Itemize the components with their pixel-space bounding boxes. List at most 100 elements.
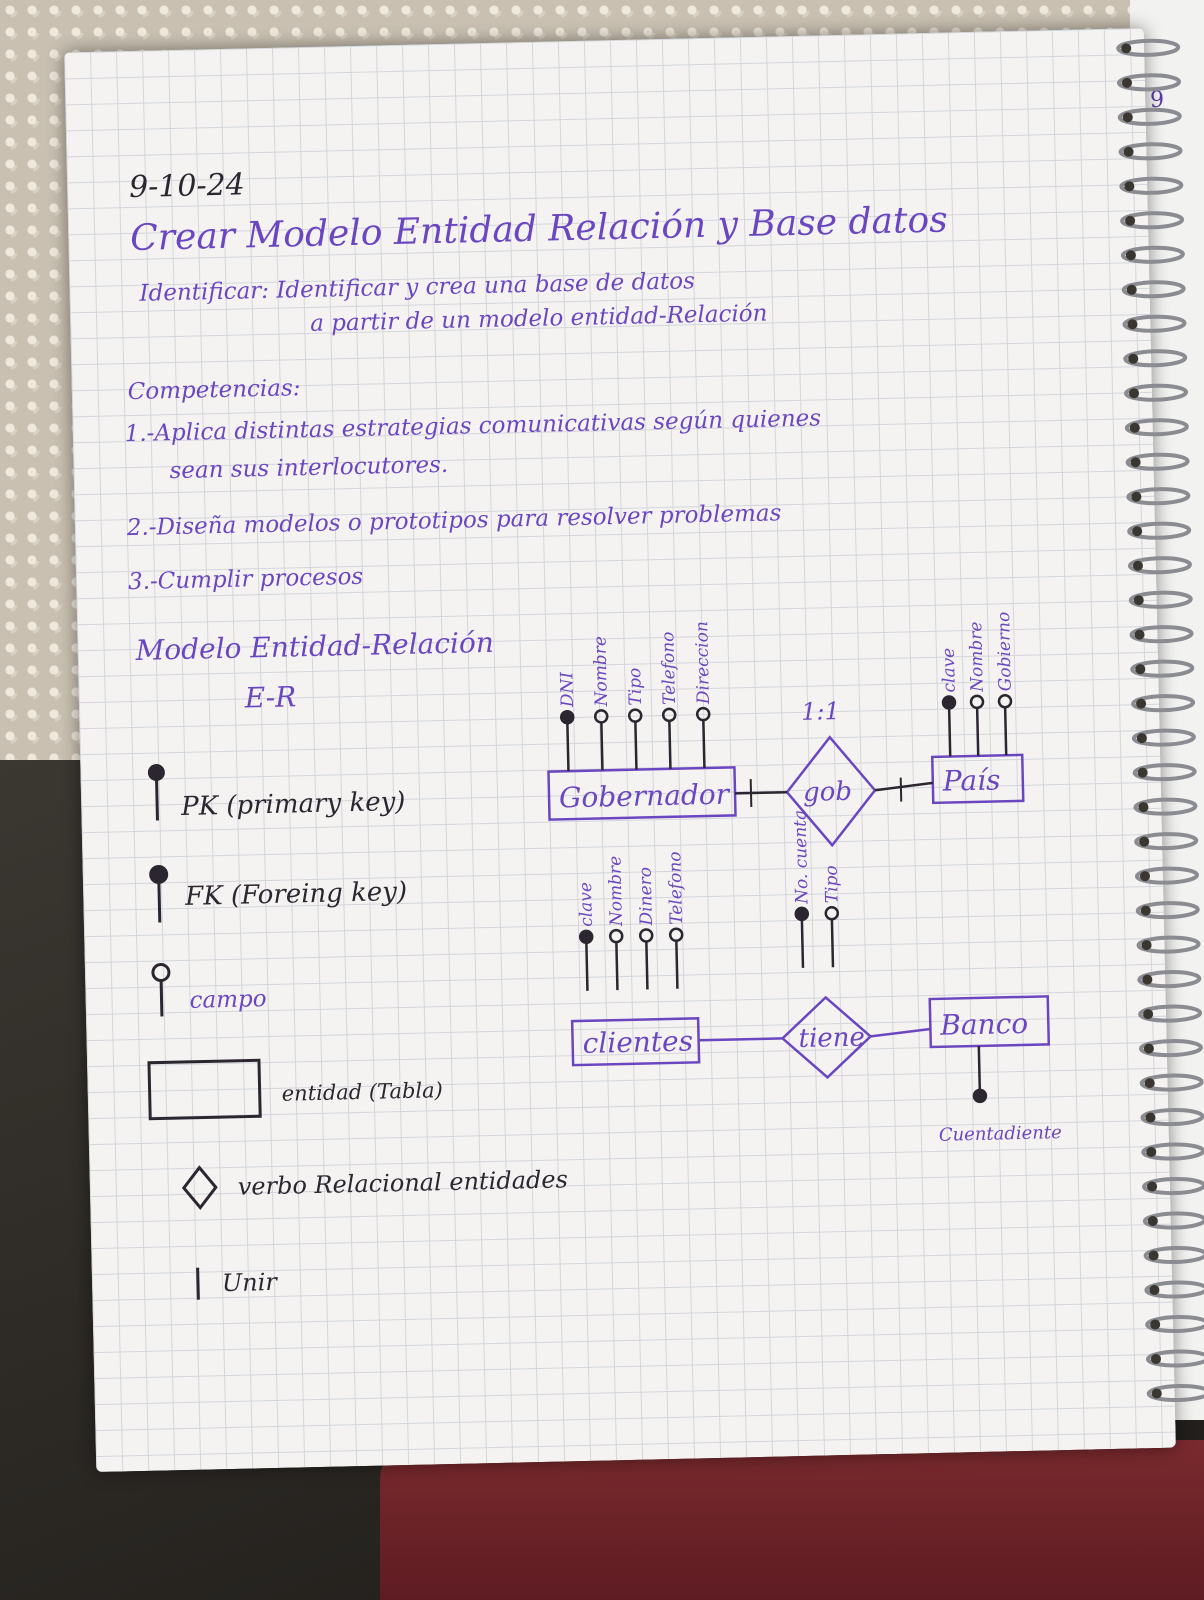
spiral-ring xyxy=(1143,1245,1204,1265)
gobernador-attr-line xyxy=(566,723,570,772)
red-cloth xyxy=(380,1440,1204,1600)
spiral-ring xyxy=(1121,280,1186,299)
spiral-ring xyxy=(1132,763,1197,782)
pais-attr-line xyxy=(947,708,952,757)
notebook-page: 9-10-24 Crear Modelo Entidad Relación y … xyxy=(64,27,1204,1473)
tiene-attr-label: No. cuenta xyxy=(790,810,812,906)
gobernador-attr-dot xyxy=(593,709,609,724)
spiral-ring xyxy=(1139,1073,1204,1092)
banco-attr-line xyxy=(977,1045,982,1090)
spiral-hole xyxy=(1127,319,1138,330)
spiral-hole xyxy=(1125,215,1136,226)
spiral-hole xyxy=(1128,353,1139,364)
spiral-hole xyxy=(1146,1147,1157,1158)
spiral-ring xyxy=(1136,935,1201,954)
gobernador-attr-label: Direccion xyxy=(692,621,714,705)
spiral-ring xyxy=(1141,1142,1204,1161)
spiral-hole xyxy=(1126,284,1137,295)
spiral-hole xyxy=(1133,595,1144,606)
clientes-attr-label: Nombre xyxy=(605,856,627,928)
spiral-hole xyxy=(1134,629,1145,640)
spiral-hole xyxy=(1148,1250,1159,1261)
spiral-ring xyxy=(1120,245,1185,264)
spiral-ring xyxy=(1138,1004,1203,1023)
clientes-attr-line xyxy=(615,942,619,991)
clientes-attr-line xyxy=(675,940,679,989)
spiral-hole xyxy=(1147,1216,1158,1227)
spiral-hole xyxy=(1136,733,1147,744)
pais-attr-label: clave xyxy=(939,648,960,693)
clientes-attr-dot xyxy=(638,928,654,943)
spiral-hole xyxy=(1147,1181,1158,1192)
spiral-hole xyxy=(1142,974,1153,985)
clientes-attr-dot xyxy=(608,928,624,944)
spiral-hole xyxy=(1121,77,1132,88)
clientes-attr-label: Telefono xyxy=(665,851,687,925)
pais-attr-dot xyxy=(969,694,985,710)
spiral-hole xyxy=(1135,664,1146,675)
spiral-ring xyxy=(1144,1280,1204,1299)
spiral-hole xyxy=(1132,526,1143,537)
spiral-ring xyxy=(1127,521,1192,540)
clientes-attr-line xyxy=(585,942,589,991)
spiral-ring xyxy=(1120,211,1185,230)
tiene-attr-label: Tipo xyxy=(822,865,843,903)
spiral-ring xyxy=(1133,797,1198,816)
tiene-attr-line xyxy=(830,919,835,968)
spiral-ring xyxy=(1140,1108,1204,1127)
spiral-ring xyxy=(1131,694,1196,713)
gobernador-tick xyxy=(749,779,753,808)
gob-pais-link xyxy=(874,781,933,792)
spiral-hole xyxy=(1149,1285,1160,1296)
spiral-ring xyxy=(1124,418,1189,437)
gobernador-attr-line xyxy=(600,722,604,771)
tiene-banco-link xyxy=(870,1027,931,1038)
spiral-hole xyxy=(1138,802,1149,813)
spiral-hole xyxy=(1122,112,1133,123)
next-page-edge-text: 9 xyxy=(1150,88,1164,113)
clientes-attr-label: Dinero xyxy=(636,867,657,927)
spiral-ring xyxy=(1124,383,1189,402)
gobernador-attr-line xyxy=(668,720,672,769)
spiral-hole xyxy=(1150,1319,1161,1330)
pais-attr-dot xyxy=(941,695,957,710)
spiral-hole xyxy=(1140,905,1151,916)
spiral-ring xyxy=(1145,1314,1204,1334)
spiral-hole xyxy=(1139,871,1150,882)
spiral-hole xyxy=(1144,1078,1155,1089)
gob-relation-diamond xyxy=(785,735,877,848)
clientes-attr-label: clave xyxy=(576,882,597,927)
gob-cardinality: 1:1 xyxy=(801,697,840,726)
spiral-ring xyxy=(1116,73,1181,92)
spiral-hole xyxy=(1137,767,1148,778)
pais-attr-label: Gobierno xyxy=(994,612,1016,692)
banco-attr-label: Cuentadiente xyxy=(939,1122,1062,1146)
spiral-ring xyxy=(1128,590,1193,609)
spiral-hole xyxy=(1141,940,1152,951)
gobernador-attr-label: Nombre xyxy=(590,636,612,708)
pais-attr-line xyxy=(975,707,980,756)
banco-label: Banco xyxy=(939,1007,1029,1042)
gobernador-attr-label: DNI xyxy=(557,671,578,708)
gobernador-attr-dot xyxy=(695,706,711,722)
spiral-hole xyxy=(1123,146,1134,157)
spiral-ring xyxy=(1135,901,1200,920)
spiral-hole xyxy=(1139,836,1150,847)
gobernador-attr-line xyxy=(634,721,638,770)
gobernador-label: Gobernador xyxy=(559,778,731,815)
spiral-ring xyxy=(1117,107,1182,126)
spiral-ring xyxy=(1145,1349,1204,1368)
gobernador-attr-dot xyxy=(627,708,643,723)
gobernador-attr-label: Tipo xyxy=(625,668,646,706)
spiral-binding xyxy=(1116,38,1204,1403)
pais-label: País xyxy=(941,763,1000,797)
spiral-hole xyxy=(1132,560,1143,571)
banco-box xyxy=(928,995,1051,1049)
gob-relation-label: gob xyxy=(803,777,853,808)
pais-attr-line xyxy=(1003,707,1008,756)
clientes-tiene-link xyxy=(698,1037,783,1042)
spiral-hole xyxy=(1124,181,1135,192)
spiral-ring xyxy=(1146,1383,1204,1403)
spiral-hole xyxy=(1150,1353,1161,1364)
spiral-ring xyxy=(1126,487,1191,506)
